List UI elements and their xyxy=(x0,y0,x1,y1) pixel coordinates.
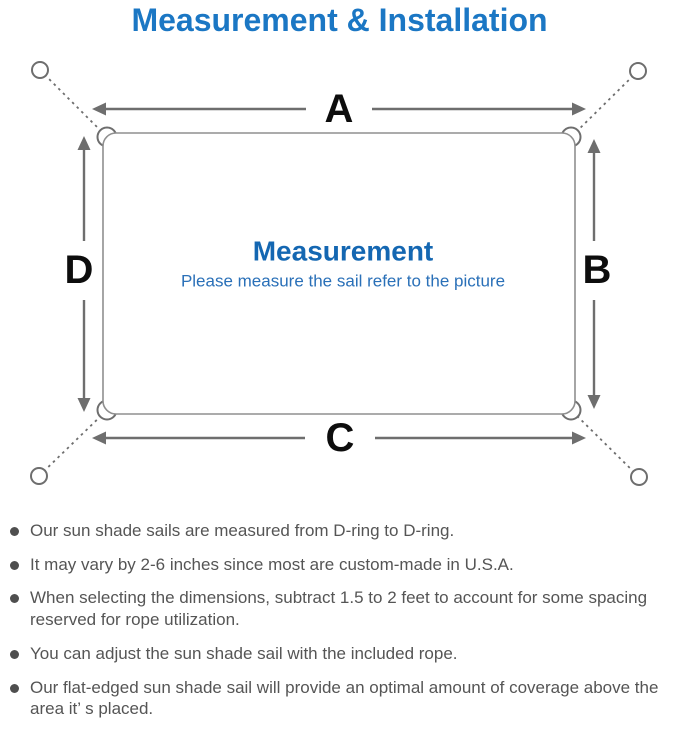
arrowhead-a-left-icon xyxy=(92,102,106,116)
measurement-diagram: A C D B Measurement Please measure the s… xyxy=(0,43,679,498)
arrowhead-d-bottom-icon xyxy=(77,397,91,412)
guy-line-top-right xyxy=(569,70,639,139)
anchor-ring-bottom-left-icon xyxy=(30,466,48,485)
note-item: Our sun shade sails are measured from D-… xyxy=(0,520,663,542)
note-item: Our flat-edged sun shade sail will provi… xyxy=(0,677,663,721)
note-text: Our flat-edged sun shade sail will provi… xyxy=(30,677,659,719)
dimension-label-c: C xyxy=(326,416,355,460)
bullet-dot-icon xyxy=(10,649,19,659)
bullet-dot-icon xyxy=(10,560,19,570)
dimension-label-b: B xyxy=(583,248,612,292)
diagram-center-title: Measurement xyxy=(253,235,434,266)
arrowhead-b-bottom-icon xyxy=(587,394,601,409)
note-item: You can adjust the sun shade sail with t… xyxy=(0,643,663,665)
diagram-center-subtitle: Please measure the sail refer to the pic… xyxy=(181,271,505,290)
measurement-diagram-svg: A C D B Measurement Please measure the s… xyxy=(30,60,648,486)
bullet-dot-icon xyxy=(10,594,19,604)
note-text: When selecting the dimensions, subtract … xyxy=(30,588,648,630)
dimension-label-d: D xyxy=(65,248,94,292)
anchor-ring-top-left-icon xyxy=(31,60,49,79)
sail-rectangle xyxy=(102,131,576,415)
dimension-label-a: A xyxy=(325,87,354,131)
anchor-ring-top-right-icon xyxy=(629,61,647,80)
guy-line-bottom-right xyxy=(570,409,640,478)
anchor-ring-bottom-right-icon xyxy=(630,467,648,486)
arrowhead-a-right-icon xyxy=(572,102,586,116)
page-title: Measurement & Installation xyxy=(131,2,548,38)
note-item: When selecting the dimensions, subtract … xyxy=(0,587,663,631)
arrowhead-b-top-icon xyxy=(587,138,601,153)
notes-list: Our sun shade sails are measured from D-… xyxy=(0,520,679,720)
bullet-dot-icon xyxy=(10,683,19,693)
arrowhead-d-top-icon xyxy=(77,135,91,150)
guy-line-bottom-left xyxy=(38,409,108,477)
note-text: Our sun shade sails are measured from D-… xyxy=(30,520,455,540)
note-text: You can adjust the sun shade sail with t… xyxy=(30,643,458,663)
note-item: It may vary by 2-6 inches since most are… xyxy=(0,554,663,576)
guy-line-top-left xyxy=(39,69,109,139)
arrowhead-c-right-icon xyxy=(572,431,586,445)
arrowhead-c-left-icon xyxy=(92,431,106,445)
note-text: It may vary by 2-6 inches since most are… xyxy=(30,554,514,574)
bullet-dot-icon xyxy=(10,526,19,536)
